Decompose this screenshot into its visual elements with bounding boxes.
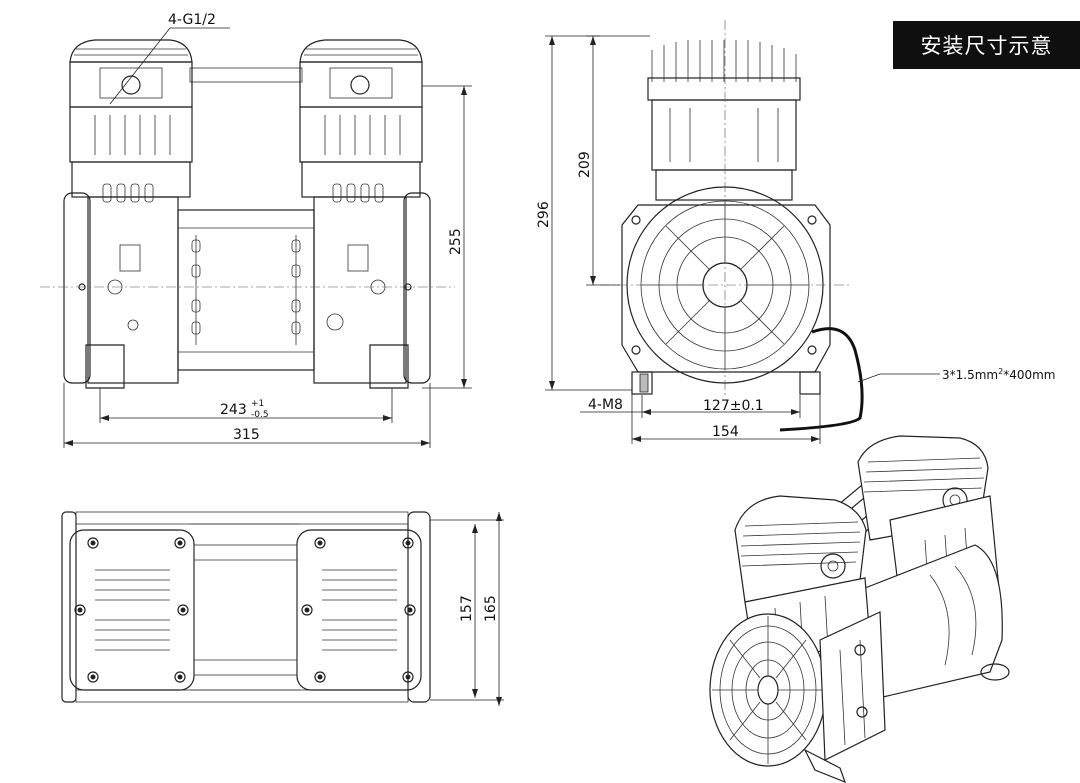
total-height-label: 296: [536, 201, 552, 228]
height-to-center-label: 255: [448, 228, 464, 255]
isometric-view: [709, 435, 1010, 783]
mount-bolt-label: 4-M8: [588, 397, 623, 413]
base-hole-tol-lower: -0.5: [251, 410, 269, 420]
drawing-title: 安装尺寸示意: [893, 21, 1080, 69]
top-view: 157 165: [61, 511, 504, 706]
top-outer-width-label: 165: [483, 595, 499, 622]
foot-spacing-label: 127±0.1: [703, 398, 764, 414]
overall-length-label: 315: [233, 427, 260, 443]
base-hole-spacing-label: 243: [220, 402, 247, 418]
cable-spec-label: 3*1.5mm2*400mm: [942, 367, 1056, 382]
top-inner-width-label: 157: [459, 595, 475, 622]
base-hole-tol-upper: +1: [251, 399, 264, 409]
front-view: 4-G1/2 255 243 +1 -0.5 315: [40, 12, 472, 448]
foot-width-label: 154: [712, 424, 739, 440]
port-thread-label: 4-G1/2: [168, 12, 216, 28]
head-height-label: 209: [577, 151, 593, 178]
side-view: 3*1.5mm2*400mm 296 209 127±0.1 4-M8: [536, 20, 1056, 444]
